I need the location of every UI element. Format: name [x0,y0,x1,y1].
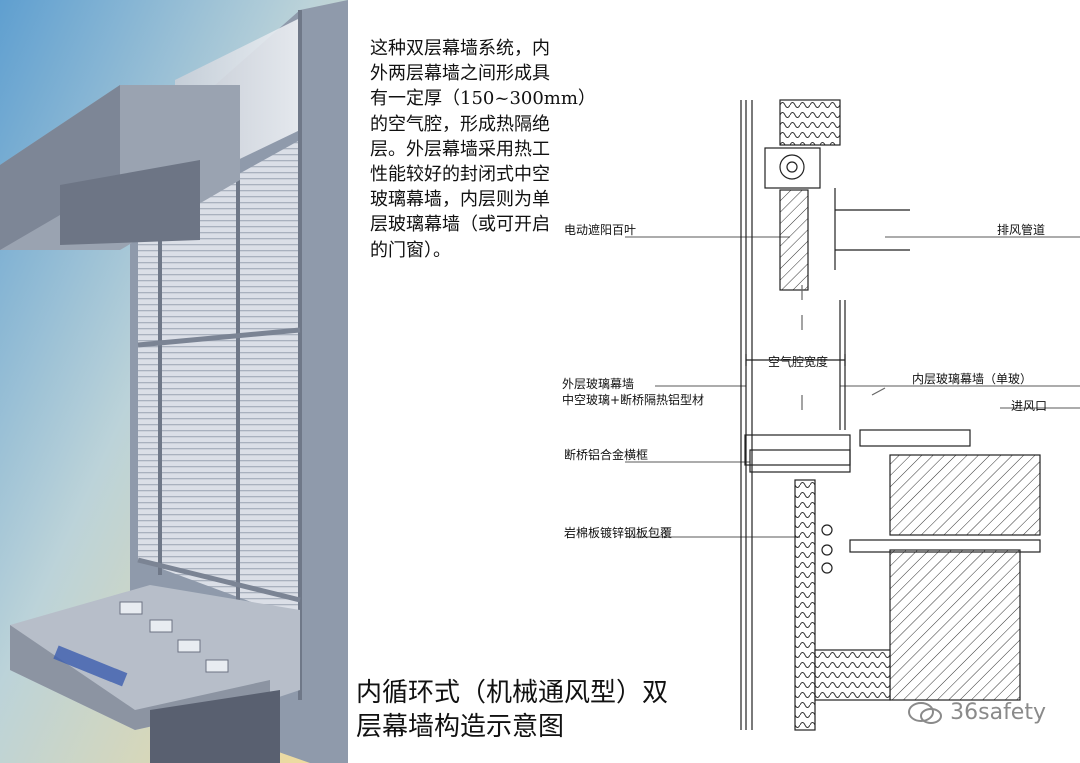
watermark-text: 36safety [950,700,1046,725]
blind-motor-inner [786,161,798,173]
description-line: 外两层幕墙之间形成具 [370,63,550,85]
steel-bracket [849,539,1041,553]
bottom-slab-side [150,690,280,763]
label-air-inlet: 进风口 [1011,399,1048,413]
lower-insulation [814,649,891,701]
blind-housing [764,147,821,189]
anchor-bolts [821,524,833,574]
label-exhaust-duct: 排风管道 [997,223,1046,237]
description-line: 层。外层幕墙采用热工 [370,138,550,160]
caption-line: 内循环式（机械通风型）双 [356,678,669,708]
ceiling-insulation [779,99,841,146]
window-sill [859,429,971,447]
top-overhang-front [0,85,120,250]
label-electric-sunshade: 电动遮阳百叶 [564,223,637,237]
blind-motor [779,154,805,180]
label-aluminum-transom: 断桥铝合金横框 [564,448,649,462]
transoms [137,327,301,603]
slab-edge-beam [889,549,1021,701]
label-rockwool-cladding: 岩棉板镀锌钢板包覆 [564,526,673,540]
outer-skin [740,100,753,730]
watermark: 36safety [908,700,1046,725]
exhaust-duct [834,188,910,270]
label-inner-curtain-wall: 内层玻璃幕墙（单玻） [912,372,1033,386]
mullions [158,10,302,700]
floor-slab [889,454,1041,536]
description-line: 的空气腔，形成热隔绝 [370,113,550,135]
description-line: 的门窗）。 [370,239,451,261]
description-line: 层玻璃幕墙（或可开启 [370,214,550,236]
wechat-icon [908,701,943,724]
description-line: 这种双层幕墙系统，内 [370,38,550,59]
description-line: 有一定厚（150~300mm） [370,88,596,110]
description-text: 这种双层幕墙系统，内 外两层幕墙之间形成具 有一定厚（150~300mm） 的空… [370,36,596,263]
section-drawing [625,99,1080,731]
top-overhang-lower [60,160,200,245]
label-outer-curtain-wall-spec: 中空玻璃+断桥隔热铝型材 [562,393,705,407]
airflow-arrows [801,285,886,410]
aluminum-transom-lower [749,449,851,473]
facade-3d-rendering: ▆▆▆▆▆▆ [0,0,348,763]
description-line: 性能较好的封闭式中空 [370,164,550,186]
electric-sunshade-blind [779,189,809,291]
leader-lines [625,236,1080,538]
rockwool-cladding [794,479,816,731]
inner-skin [839,300,846,430]
glass-panel [138,140,300,620]
caption-line: 层幕墙构造示意图 [356,712,565,742]
figure-caption: 内循环式（机械通风型）双 层幕墙构造示意图 [356,676,668,744]
label-outer-curtain-wall: 外层玻璃幕墙 [562,377,635,391]
description-line: 玻璃幕墙，内层则为单 [370,189,550,211]
label-cavity-width: 空气腔宽度 [768,355,829,369]
cavity-width-dimension [745,354,846,366]
slab-grilles [119,601,229,673]
